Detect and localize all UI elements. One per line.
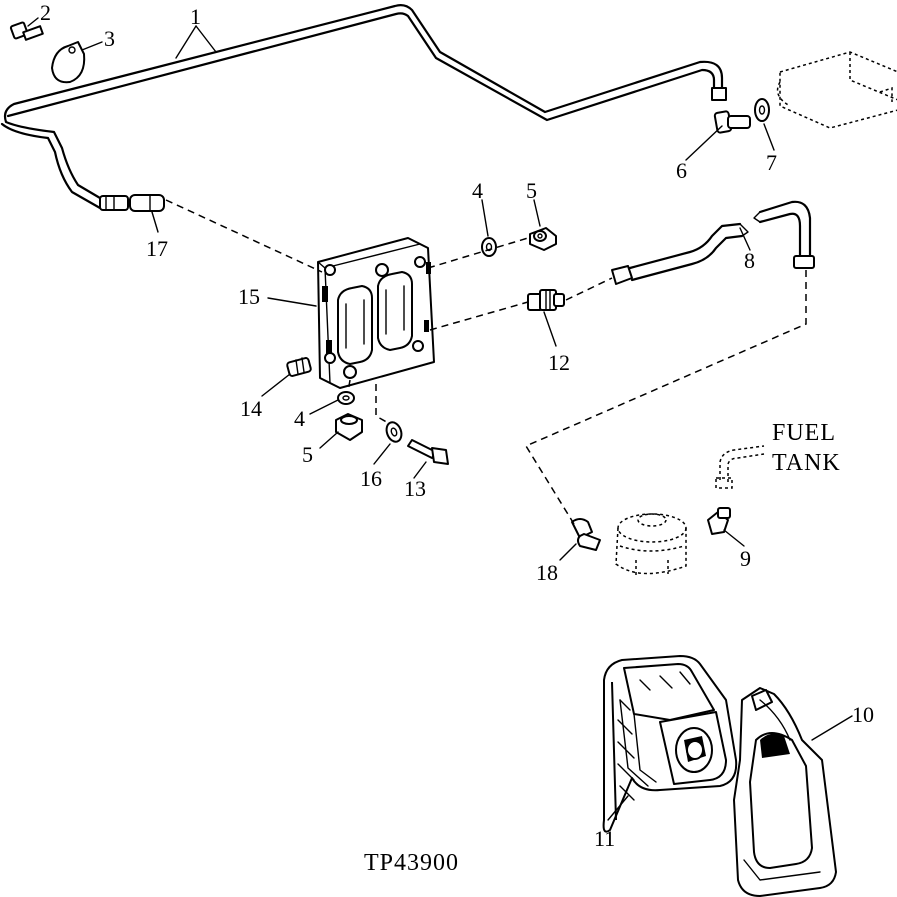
callout-18: 18 bbox=[536, 560, 558, 585]
callout-1: 1 bbox=[190, 4, 201, 29]
callout-10: 10 bbox=[852, 702, 874, 727]
callout-6: 6 bbox=[676, 158, 687, 183]
elbow-fitting-6 bbox=[713, 110, 751, 134]
callout-7: 7 bbox=[766, 150, 777, 175]
screw-2 bbox=[9, 21, 44, 41]
callout-3: 3 bbox=[104, 26, 115, 51]
callout-5-upper: 5 bbox=[526, 178, 537, 203]
fitting-9 bbox=[707, 507, 731, 535]
filter-base-15 bbox=[317, 237, 435, 389]
callout-11: 11 bbox=[594, 826, 615, 851]
air-cleaner-housing-11 bbox=[602, 655, 738, 833]
nut-5-lower bbox=[335, 413, 363, 441]
plug-14 bbox=[286, 357, 312, 377]
washer-4-upper bbox=[481, 237, 497, 257]
fitting-12 bbox=[527, 289, 565, 311]
cap-screw-13 bbox=[407, 439, 449, 465]
fuel-tank-label-line1: FUEL bbox=[772, 420, 836, 446]
washer-4-lower bbox=[337, 391, 355, 405]
fuel-tank-label: FUEL TANK bbox=[772, 420, 841, 476]
injection-pump-outline bbox=[776, 51, 897, 129]
transfer-pump-outline bbox=[615, 513, 687, 576]
leader-lines bbox=[27, 17, 853, 821]
mounting-bracket-10 bbox=[733, 687, 837, 897]
callout-14: 14 bbox=[240, 396, 262, 421]
connection-lines bbox=[165, 199, 807, 525]
callout-2: 2 bbox=[40, 0, 51, 25]
nut-5-upper bbox=[529, 227, 557, 251]
fitting-17 bbox=[99, 194, 165, 212]
elbow-fitting-18 bbox=[571, 518, 601, 551]
fuel-tank-label-line2: TANK bbox=[772, 450, 841, 476]
callout-13: 13 bbox=[404, 476, 426, 501]
callout-17: 17 bbox=[146, 236, 168, 261]
clamp-3 bbox=[51, 41, 86, 84]
figure-id: TP43900 bbox=[364, 850, 459, 876]
callout-12: 12 bbox=[548, 350, 570, 375]
fuel-tank-fitting-outline bbox=[715, 445, 765, 489]
callout-9: 9 bbox=[740, 546, 751, 571]
washer-16 bbox=[385, 421, 403, 443]
callout-labels: 1 2 3 4 5 6 7 8 17 15 12 14 4 5 16 13 18… bbox=[40, 0, 874, 851]
fuel-line-8 bbox=[611, 200, 815, 285]
callout-4-lower: 4 bbox=[294, 406, 305, 431]
callout-8: 8 bbox=[744, 248, 755, 273]
callout-15: 15 bbox=[238, 284, 260, 309]
callout-5-lower: 5 bbox=[302, 442, 313, 467]
washer-7 bbox=[754, 98, 770, 122]
fuel-line-upper bbox=[0, 4, 727, 210]
callout-4-upper: 4 bbox=[472, 178, 483, 203]
callout-16: 16 bbox=[360, 466, 382, 491]
